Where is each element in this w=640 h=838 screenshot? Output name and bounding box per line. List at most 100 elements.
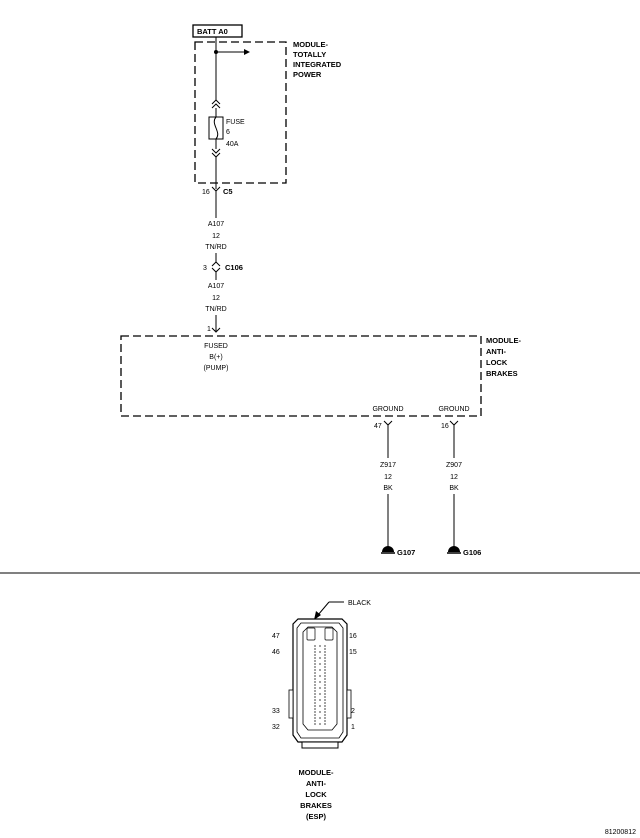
ground-left-connector-icon xyxy=(383,420,393,426)
connector-pin-1: 1 xyxy=(351,724,355,731)
pin-cavity xyxy=(324,672,326,674)
branch-arrow-icon xyxy=(244,49,250,55)
pin-cavity xyxy=(314,723,316,725)
pin-cavity xyxy=(324,720,326,722)
pin-cavity xyxy=(324,708,326,710)
pin-cavity xyxy=(319,669,321,671)
svg-text:MODULE-: MODULE- xyxy=(486,336,521,345)
pin-cavity xyxy=(324,663,326,665)
connector-bottom-tab xyxy=(301,741,339,749)
ground-right-pin: 16 xyxy=(441,423,449,430)
pin-cavity xyxy=(314,660,316,662)
pin-cavity xyxy=(324,705,326,707)
pin-cavity xyxy=(324,660,326,662)
c106-name: C106 xyxy=(225,263,243,272)
pin-cavity xyxy=(324,669,326,671)
svg-text:TN/RD: TN/RD xyxy=(205,244,226,251)
svg-text:B(+): B(+) xyxy=(209,354,222,361)
connector-pin-33: 33 xyxy=(272,708,280,715)
chevron-up-icon xyxy=(211,99,221,105)
pin-cavity xyxy=(314,720,316,722)
svg-text:LOCK: LOCK xyxy=(486,358,508,367)
pin-cavity xyxy=(324,657,326,659)
pin-cavity xyxy=(324,717,326,719)
fuse-element-icon xyxy=(213,116,219,140)
pin-cavity xyxy=(324,711,326,713)
pin-cavity xyxy=(314,675,316,677)
pin-cavity xyxy=(324,666,326,668)
pin-cavity xyxy=(324,702,326,704)
svg-text:FUSED: FUSED xyxy=(204,343,228,350)
pin-cavity xyxy=(314,669,316,671)
ground-right-label: GROUND xyxy=(438,406,469,413)
chevron-up-icon xyxy=(211,103,221,109)
pin-cavity xyxy=(314,651,316,653)
pin-cavity xyxy=(314,702,316,704)
connector-pin-16: 16 xyxy=(349,633,357,640)
pin-cavity xyxy=(324,678,326,680)
ground-icon xyxy=(382,546,394,552)
pin-cavity xyxy=(319,657,321,659)
pin-cavity xyxy=(314,705,316,707)
svg-text:Z907: Z907 xyxy=(446,462,462,469)
svg-text:BK: BK xyxy=(449,485,459,492)
black-leader-line xyxy=(317,601,330,616)
pin-cavity xyxy=(324,693,326,695)
pin-cavity xyxy=(319,675,321,677)
svg-text:TN/RD: TN/RD xyxy=(205,306,226,313)
connector-cavity-rail xyxy=(302,626,338,731)
svg-text:12: 12 xyxy=(212,233,220,240)
ground-right-wire-label: Z907 12 BK xyxy=(446,462,462,492)
connector-inner-shell xyxy=(296,622,344,739)
figure-id: 81200812 xyxy=(605,829,636,836)
pin-cavity xyxy=(319,699,321,701)
c106-chevron-up-icon xyxy=(211,261,221,267)
pin-cavity xyxy=(314,690,316,692)
connector-outer-shell xyxy=(292,618,348,743)
svg-text:(PUMP): (PUMP) xyxy=(204,365,229,372)
pin-cavity xyxy=(314,657,316,659)
svg-text:12: 12 xyxy=(384,474,392,481)
pin-cavity xyxy=(314,699,316,701)
batt-a0-label: BATT A0 xyxy=(197,27,228,36)
pin-cavity xyxy=(314,717,316,719)
svg-text:INTEGRATED: INTEGRATED xyxy=(293,60,342,69)
connector-color-label: BLACK xyxy=(348,600,371,607)
svg-text:(ESP): (ESP) xyxy=(306,812,327,821)
svg-text:Z917: Z917 xyxy=(380,462,396,469)
svg-text:BRAKES: BRAKES xyxy=(300,801,332,810)
ground-icon xyxy=(448,546,460,552)
ground-left-name: G107 xyxy=(397,548,415,557)
svg-text:TOTALLY: TOTALLY xyxy=(293,50,326,59)
pin-cavity xyxy=(319,645,321,647)
pin-cavity xyxy=(324,645,326,647)
pin-cavity xyxy=(314,711,316,713)
svg-text:BK: BK xyxy=(383,485,393,492)
fuse-label: FUSE 6 40A xyxy=(226,119,245,148)
leader-arrow-icon xyxy=(314,611,321,620)
c5-pin: 16 xyxy=(202,189,210,196)
pin-cavity xyxy=(314,696,316,698)
svg-text:POWER: POWER xyxy=(293,70,322,79)
c5-name: C5 xyxy=(223,187,233,196)
connector-pin-46: 46 xyxy=(272,649,280,656)
pin-cavity xyxy=(324,675,326,677)
pin-cavity xyxy=(324,714,326,716)
pin-cavity xyxy=(324,699,326,701)
pin-cavity xyxy=(314,666,316,668)
pin-cavity xyxy=(324,723,326,725)
pin-cavity xyxy=(324,681,326,683)
pin-cavity xyxy=(314,714,316,716)
pin-cavity xyxy=(314,654,316,656)
pin-cavity xyxy=(324,696,326,698)
pin-cavity-grid xyxy=(314,645,326,725)
connector-key xyxy=(324,627,334,641)
connector-pin-2: 2 xyxy=(351,708,355,715)
connector-pin-32: 32 xyxy=(272,724,280,731)
connector-caption: MODULE- ANTI- LOCK BRAKES (ESP) xyxy=(299,768,334,821)
ground-right-name: G106 xyxy=(463,548,481,557)
svg-text:40A: 40A xyxy=(226,141,239,148)
c106-chevron-down-icon xyxy=(211,267,221,273)
pin-cavity xyxy=(314,693,316,695)
